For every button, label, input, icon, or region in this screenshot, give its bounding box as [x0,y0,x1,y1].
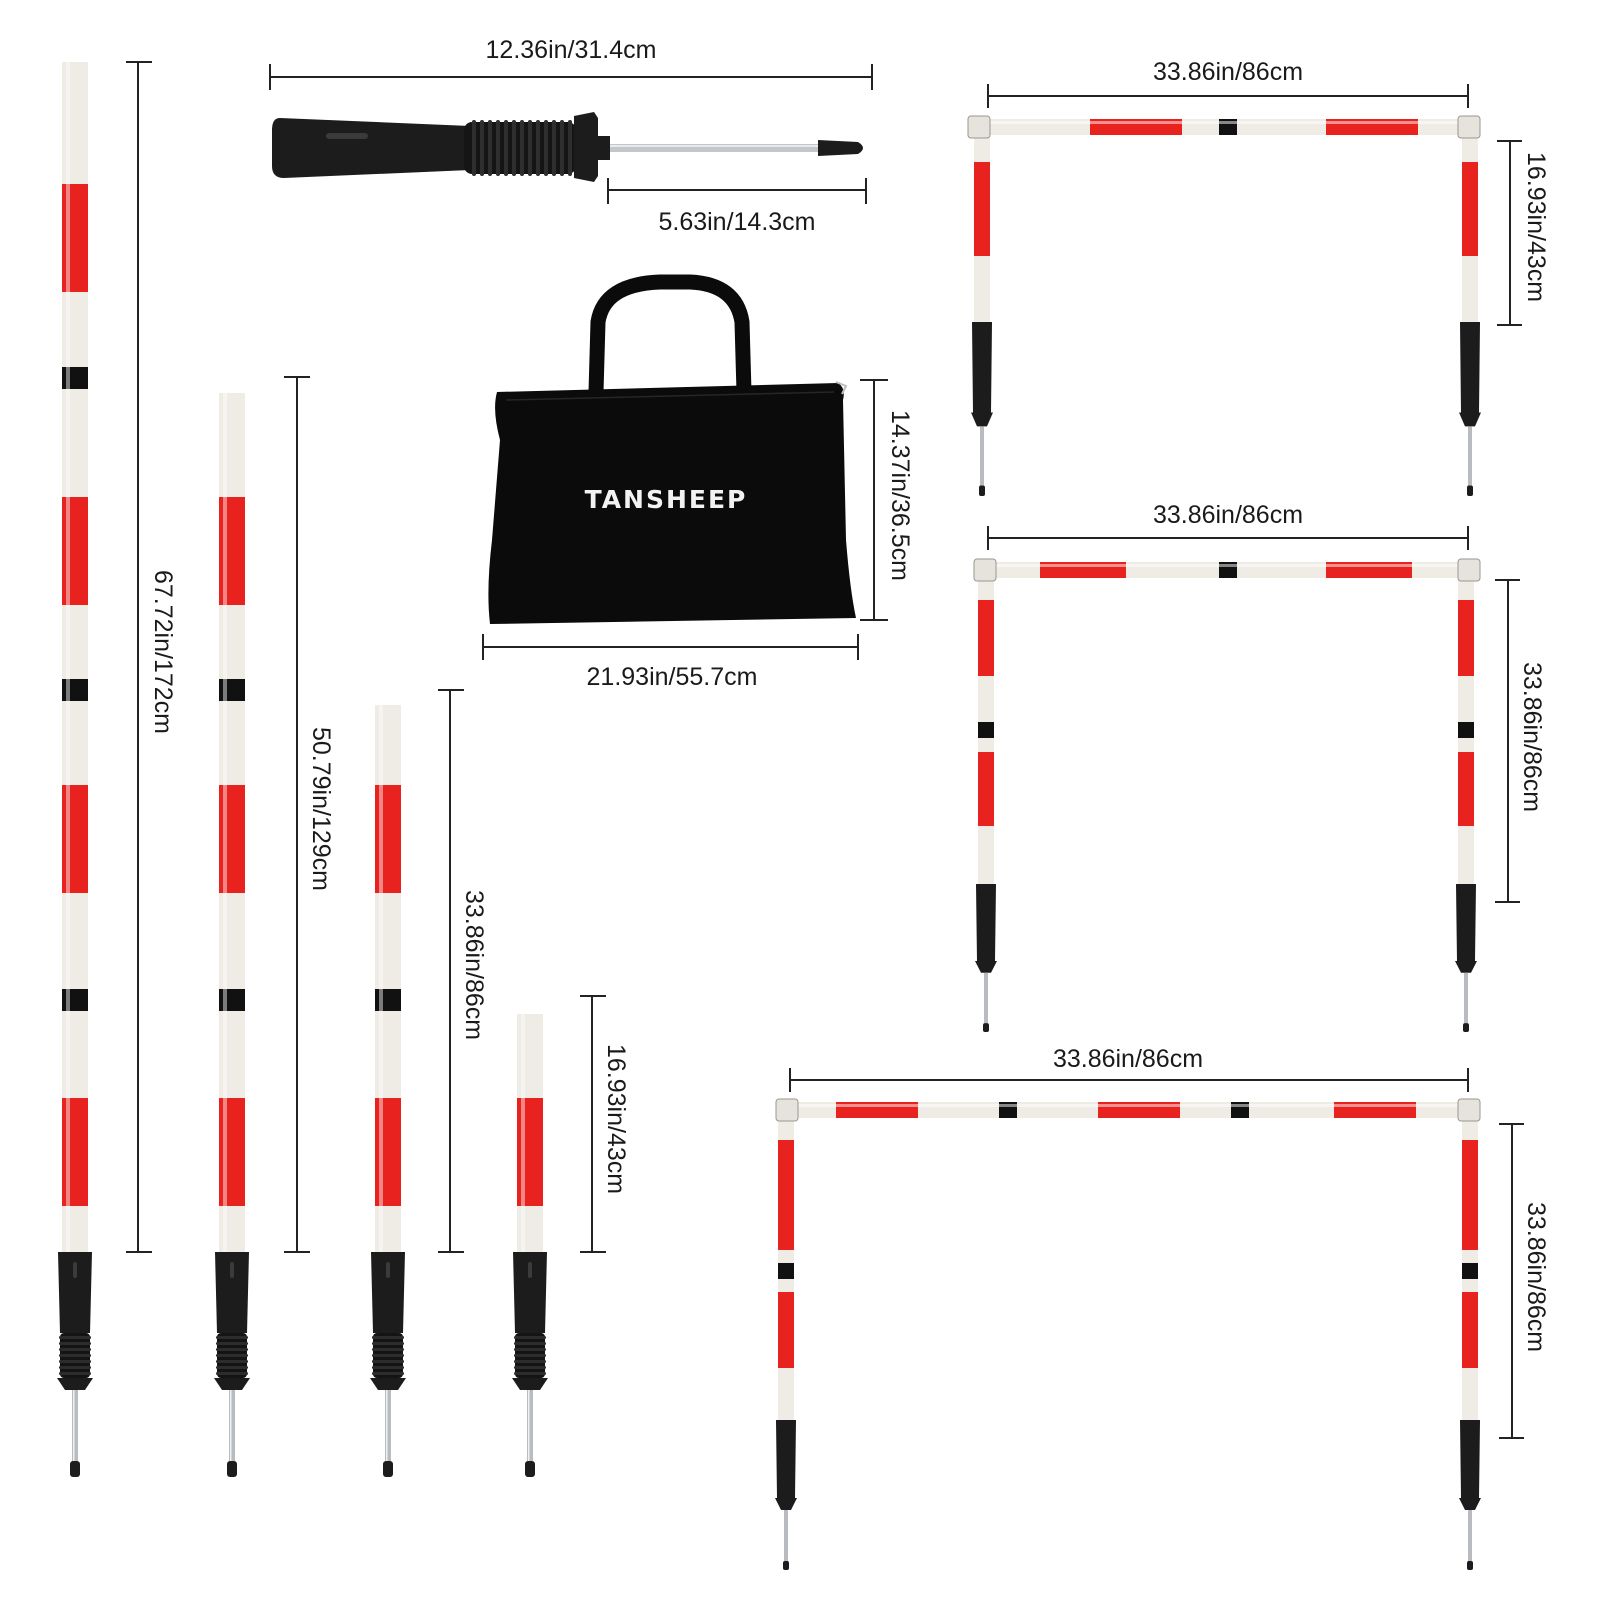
hurdle-crossbar [973,558,1481,582]
carry-bag-icon [488,274,856,624]
hurdle-large-width-label: 33.86in/86cm [1053,1045,1203,1073]
hurdle-upright [975,576,997,1032]
spike-base-total-dimension-line [269,64,873,90]
hurdle-large [775,1098,1481,1570]
pole-long [214,393,250,1477]
agility-poles [57,62,548,1477]
pole-short-height-label: 16.93in/43cm [602,1044,630,1194]
hurdle-small [967,115,1481,496]
hurdle-dimensions: 33.86in/86cm 16.93in/43cm 33.86in/86cm 3… [789,58,1550,1439]
pole-long-dimension-line [284,376,310,1253]
hurdle-medium-width-dimension-line [987,526,1469,550]
hurdle-medium-width-label: 33.86in/86cm [1153,501,1303,529]
hurdle-small-height-label: 16.93in/43cm [1522,152,1550,302]
hurdle-medium-height-label: 33.86in/86cm [1518,662,1546,812]
pole-medium-height-label: 33.86in/86cm [460,890,488,1040]
spike-base: 12.36in/31.4cm 5.63in/14.3cm [269,36,873,236]
hurdle-small-width-label: 33.86in/86cm [1153,58,1303,86]
pole-medium-dimension-line [438,689,464,1253]
hurdle-large-height-label: 33.86in/86cm [1522,1202,1550,1352]
spike-base-total-length-label: 12.36in/31.4cm [486,36,657,64]
hurdle-small-width-dimension-line [987,84,1469,108]
pole-longest-height-label: 67.72in/172cm [149,570,177,734]
hurdle-upright [971,133,993,496]
pole-longest [57,62,93,1477]
pole-short [512,1014,548,1477]
spike-base-rod-length-label: 5.63in/14.3cm [658,208,815,236]
carry-bag: TANSHEEP 14.37in/36.5cm 21.93in/55.7cm [482,274,914,691]
bag-brand-logo: TANSHEEP [585,485,748,514]
ground-spike-base-icon [512,1252,548,1477]
bag-width-dimension-line [482,634,859,660]
pole-dimensions: 67.72in/172cm 50.79in/129cm 33.86in/86cm… [126,61,630,1253]
bag-height-label: 14.37in/36.5cm [886,410,914,581]
pole-medium [370,705,406,1477]
ground-spike-base-icon [272,112,863,182]
hurdle-small-height-dimension-line [1497,140,1522,326]
ground-spike-base-icon [57,1252,93,1477]
spike-base-rod-dimension-line [607,178,867,204]
hurdle-crossbar [775,1098,1481,1122]
ground-spike-base-icon [214,1252,250,1477]
pole-longest-dimension-line [126,61,152,1253]
ground-spike-base-icon [370,1252,406,1477]
pole-short-dimension-line [580,995,606,1253]
agility-hurdles [775,115,1481,1570]
hurdle-upright [775,1116,797,1570]
hurdle-large-height-dimension-line [1499,1123,1524,1439]
hurdle-upright [1459,1116,1481,1570]
hurdle-large-width-dimension-line [789,1068,1469,1092]
hurdle-crossbar [967,115,1481,139]
pole-long-height-label: 50.79in/129cm [307,727,335,891]
hurdle-medium [973,558,1481,1032]
hurdle-medium-height-dimension-line [1495,579,1520,903]
bag-width-label: 21.93in/55.7cm [587,663,758,691]
bag-height-dimension-line [860,379,888,621]
hurdle-upright [1455,576,1477,1032]
hurdle-upright [1459,133,1481,496]
